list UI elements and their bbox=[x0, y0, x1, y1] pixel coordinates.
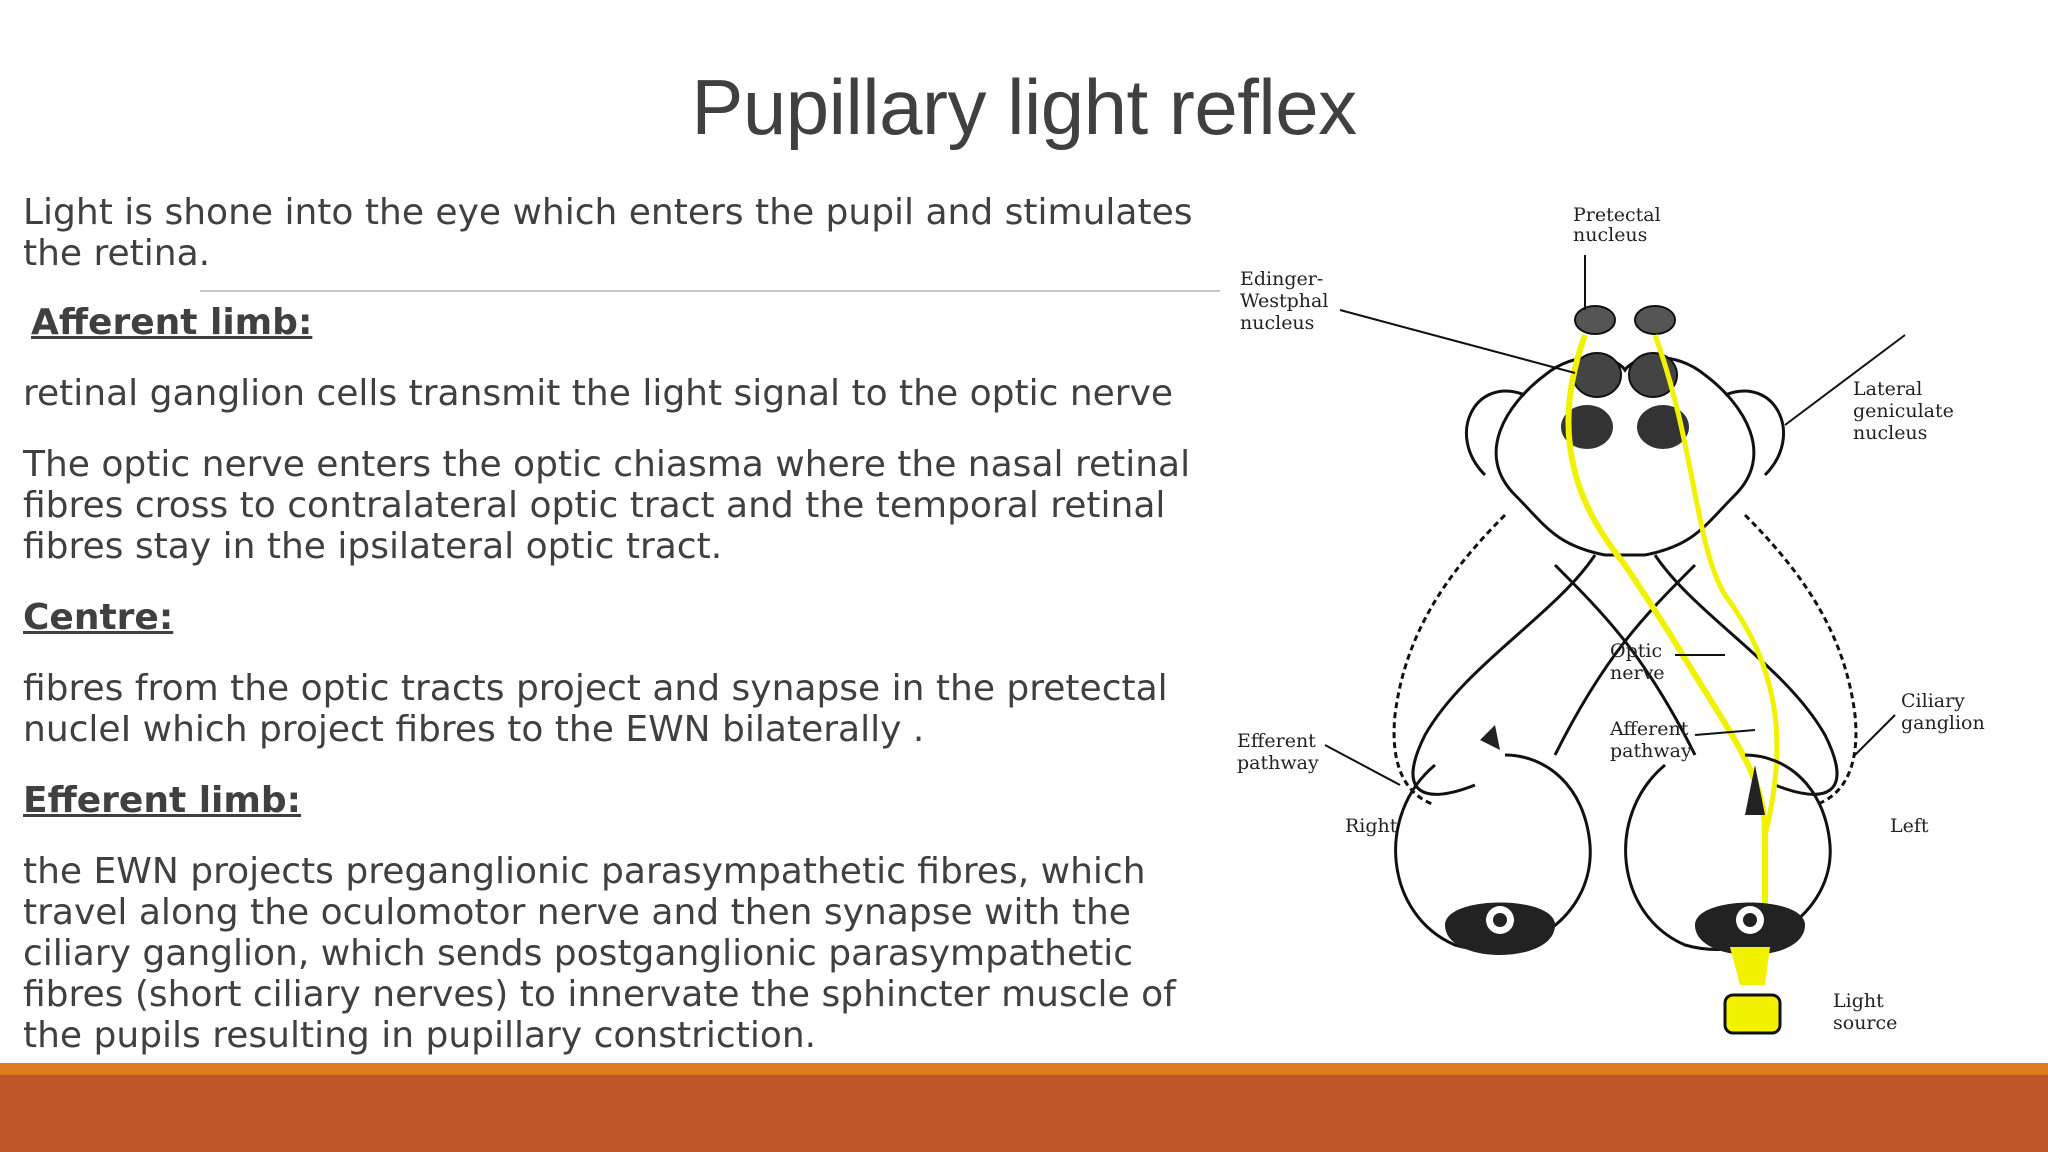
footer-accent-stripe bbox=[0, 1063, 2048, 1075]
label-ew-2: Westphal bbox=[1240, 290, 1328, 312]
leader-efferent bbox=[1324, 744, 1401, 786]
label-pretectal-1: Pretectal bbox=[1573, 204, 1661, 226]
efferent-paragraph: the EWN projects preganglionic parasympa… bbox=[23, 851, 1176, 1056]
label-pretectal-2: nucleus bbox=[1573, 224, 1647, 246]
afferent-heading: Afferent limb: bbox=[31, 302, 313, 343]
light-beam bbox=[1730, 947, 1770, 985]
slide-body: Light is shone into the eye which enters… bbox=[23, 192, 1233, 1056]
label-efferent-1: Efferent bbox=[1237, 730, 1316, 752]
optic-chiasm-b bbox=[1553, 563, 1697, 756]
pupillary-reflex-diagram: Pretectal nucleus Edinger- Westphal nucl… bbox=[1237, 204, 1985, 1035]
intro-paragraph: Light is shone into the eye which enters… bbox=[23, 192, 1193, 274]
right-eye bbox=[1394, 725, 1592, 955]
label-lgn-1: Lateral bbox=[1853, 378, 1922, 400]
label-right: Right bbox=[1345, 815, 1398, 837]
label-ciliary-2: ganglion bbox=[1901, 712, 1985, 734]
label-afferent-1: Afferent bbox=[1609, 718, 1689, 740]
label-left: Left bbox=[1890, 815, 1929, 837]
footer-bar bbox=[0, 1075, 2048, 1152]
efferent-path-left bbox=[1743, 513, 1858, 807]
centre-paragraph: fibres from the optic tracts project and… bbox=[23, 668, 1168, 750]
right-optic-tract bbox=[1411, 554, 1597, 796]
label-light-1: Light bbox=[1833, 990, 1884, 1012]
label-ciliary-1: Ciliary bbox=[1901, 690, 1965, 712]
efferent-heading: Efferent limb: bbox=[23, 780, 302, 821]
label-ew-3: nucleus bbox=[1240, 312, 1314, 334]
divider-line bbox=[200, 290, 1220, 292]
left-lgn-bulge bbox=[1465, 389, 1526, 477]
red-nucleus-right bbox=[1637, 405, 1689, 449]
left-eye bbox=[1624, 753, 1832, 955]
light-source-icon bbox=[1723, 993, 1782, 1035]
afferent-paragraph-1: retinal ganglion cells transmit the ligh… bbox=[23, 373, 1174, 414]
brainstem-outline bbox=[1494, 356, 1756, 557]
efferent-path-right bbox=[1392, 513, 1507, 807]
label-optic-2: nerve bbox=[1610, 662, 1665, 684]
label-lgn-3: nucleus bbox=[1853, 422, 1927, 444]
leader-lgn bbox=[1784, 334, 1906, 426]
right-lgn-bulge bbox=[1724, 389, 1785, 477]
pretectal-nucleus-right bbox=[1634, 305, 1676, 335]
label-afferent-2: pathway bbox=[1610, 740, 1692, 762]
afferent-paragraph-2: The optic nerve enters the optic chiasma… bbox=[23, 444, 1191, 567]
leader-ew bbox=[1339, 309, 1576, 374]
leader-afferent bbox=[1694, 729, 1756, 736]
slide-title: Pupillary light reflex bbox=[691, 63, 1357, 151]
centre-heading: Centre: bbox=[23, 597, 174, 638]
left-optic-tract bbox=[1653, 554, 1839, 796]
label-lgn-2: geniculate bbox=[1853, 400, 1954, 422]
pretectal-nucleus-left bbox=[1574, 305, 1616, 335]
label-efferent-2: pathway bbox=[1237, 752, 1319, 774]
red-nucleus-left bbox=[1561, 405, 1613, 449]
label-optic-1: Optic bbox=[1610, 640, 1662, 662]
afferent-light-path bbox=[1565, 333, 1768, 940]
leader-ciliary bbox=[1854, 714, 1896, 756]
label-light-2: source bbox=[1833, 1012, 1897, 1034]
label-ew-1: Edinger- bbox=[1240, 268, 1323, 290]
